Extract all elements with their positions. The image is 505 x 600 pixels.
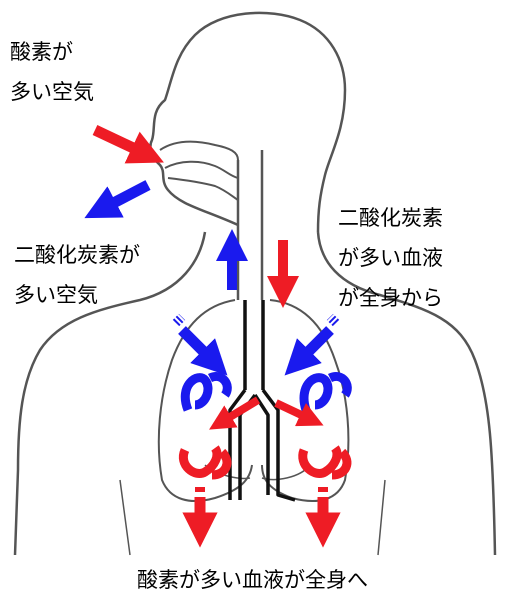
label-line: 酸素が多い血液が全身へ: [0, 560, 505, 600]
label-line: 二酸化炭素が: [14, 235, 140, 275]
trachea: [245, 300, 263, 390]
label-line: が全身から: [338, 278, 443, 318]
exhale-arrow: [100, 185, 148, 210]
label-line: が多い血液: [338, 238, 443, 278]
exchange-left: [183, 376, 227, 475]
label-line: 二酸化炭素: [338, 198, 443, 238]
co2-rich-air-label: 二酸化炭素が 多い空気: [14, 235, 140, 315]
co2-rich-blood-label: 二酸化炭素 が多い血液 が全身から: [338, 198, 443, 318]
airway-upper: [238, 150, 262, 300]
nasal-cavity: [160, 142, 238, 200]
exchange-right: [303, 376, 348, 475]
oxygen-rich-blood-label: 酸素が多い血液が全身へ: [0, 560, 505, 600]
head-outline: [150, 13, 345, 232]
label-line: 多い空気: [14, 275, 140, 315]
label-line: 多い空気: [10, 72, 94, 112]
label-line: 酸素が: [10, 32, 94, 72]
inhale-arrow: [95, 130, 148, 155]
oxygen-rich-air-label: 酸素が 多い空気: [10, 32, 94, 112]
